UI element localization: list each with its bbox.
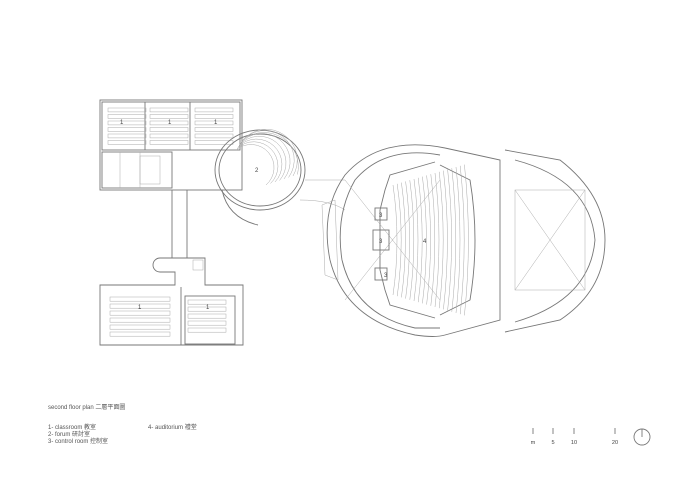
seat-row	[443, 170, 448, 310]
seat-row	[107, 120, 147, 126]
scale-tick: 10	[571, 440, 577, 446]
seat-row	[242, 132, 299, 175]
seat-row	[109, 317, 171, 323]
seat-row	[426, 175, 431, 305]
seat-row	[239, 133, 291, 180]
seat-row	[240, 130, 295, 178]
legend-text: auditorium 禮堂	[155, 425, 197, 431]
forum-room: 2	[214, 129, 346, 226]
seat-row	[236, 141, 279, 184]
scale-unit: m	[531, 440, 536, 446]
seat-row	[149, 140, 189, 145]
seat-row	[109, 303, 171, 309]
seat-row	[455, 166, 461, 314]
seat-row	[149, 114, 189, 119]
seat-row	[149, 127, 189, 132]
seat-row	[149, 133, 189, 139]
room-label-control-room: 3	[379, 213, 383, 219]
legend-text: forum 研討室	[55, 432, 91, 438]
seat-row	[187, 320, 227, 326]
legend-item-3: 3- control room 控制室	[48, 439, 108, 446]
north-classroom-block: 1 1 1	[99, 99, 243, 258]
seat-row	[187, 306, 227, 312]
seat-row	[107, 127, 147, 132]
room-label-classroom: 1	[120, 120, 124, 126]
room-label-control-room: 3	[384, 273, 388, 279]
south-classroom-block: 1 1	[99, 257, 244, 346]
seat-row	[194, 120, 234, 126]
seat-row	[459, 165, 465, 315]
seat-row	[238, 136, 287, 181]
seat-row	[109, 331, 171, 337]
seat-row	[194, 114, 234, 119]
room-label-classroom: 1	[214, 120, 218, 126]
seat-row	[438, 171, 444, 309]
room-label-auditorium: 4	[423, 239, 427, 245]
scale-bar: m 5 10 20	[531, 428, 618, 446]
seat-row	[434, 172, 440, 308]
seat-row	[413, 178, 419, 302]
seat-row	[187, 299, 227, 305]
seat-row	[107, 140, 147, 145]
seat-row	[109, 324, 171, 330]
seat-row	[237, 138, 283, 183]
room-label-control-room: 3	[379, 239, 383, 245]
seat-row	[109, 296, 171, 302]
seat-row	[149, 107, 189, 113]
seat-row	[464, 164, 469, 316]
legend-text: classroom 教室	[55, 425, 97, 431]
north-arrow-icon	[633, 428, 651, 446]
plan-title: second floor plan 二層平面圖	[48, 405, 126, 411]
seat-row	[422, 176, 427, 304]
seat-row	[194, 127, 234, 132]
seat-row	[396, 183, 402, 297]
room-label-classroom: 1	[206, 305, 210, 311]
legend-num: 3-	[48, 439, 54, 445]
seat-row	[109, 310, 171, 316]
seat-row	[107, 114, 147, 119]
seat-row	[241, 129, 298, 177]
seat-row	[451, 168, 457, 312]
seat-row	[409, 180, 415, 300]
legend-item-2: 2- forum 研討室	[48, 432, 90, 439]
legend-num: 2-	[48, 432, 54, 438]
seat-row	[149, 120, 189, 126]
seat-row	[447, 169, 452, 311]
seat-row	[194, 133, 234, 139]
seat-row	[194, 107, 234, 113]
seat-row	[187, 327, 227, 333]
legend-num: 1-	[48, 425, 54, 431]
seat-row	[401, 182, 406, 298]
room-label-classroom: 1	[168, 120, 172, 126]
seat-row	[187, 313, 227, 319]
seat-row	[430, 174, 436, 306]
auditorium-building: 3 3 3 4	[321, 144, 606, 337]
seat-row	[107, 107, 147, 113]
scale-tick: 5	[551, 440, 554, 446]
scale-tick: 20	[612, 440, 618, 446]
seat-row	[235, 144, 275, 186]
room-label-forum: 2	[255, 168, 259, 174]
seat-row	[417, 177, 423, 303]
seat-row	[405, 181, 410, 299]
seat-row	[107, 133, 147, 139]
legend-num: 4-	[148, 425, 154, 431]
legend-item-4: 4- auditorium 禮堂	[148, 425, 197, 432]
legend-text: control room 控制室	[55, 439, 109, 445]
legend-item-1: 1- classroom 教室	[48, 425, 96, 432]
room-label-classroom: 1	[138, 305, 142, 311]
seat-row	[392, 184, 398, 296]
